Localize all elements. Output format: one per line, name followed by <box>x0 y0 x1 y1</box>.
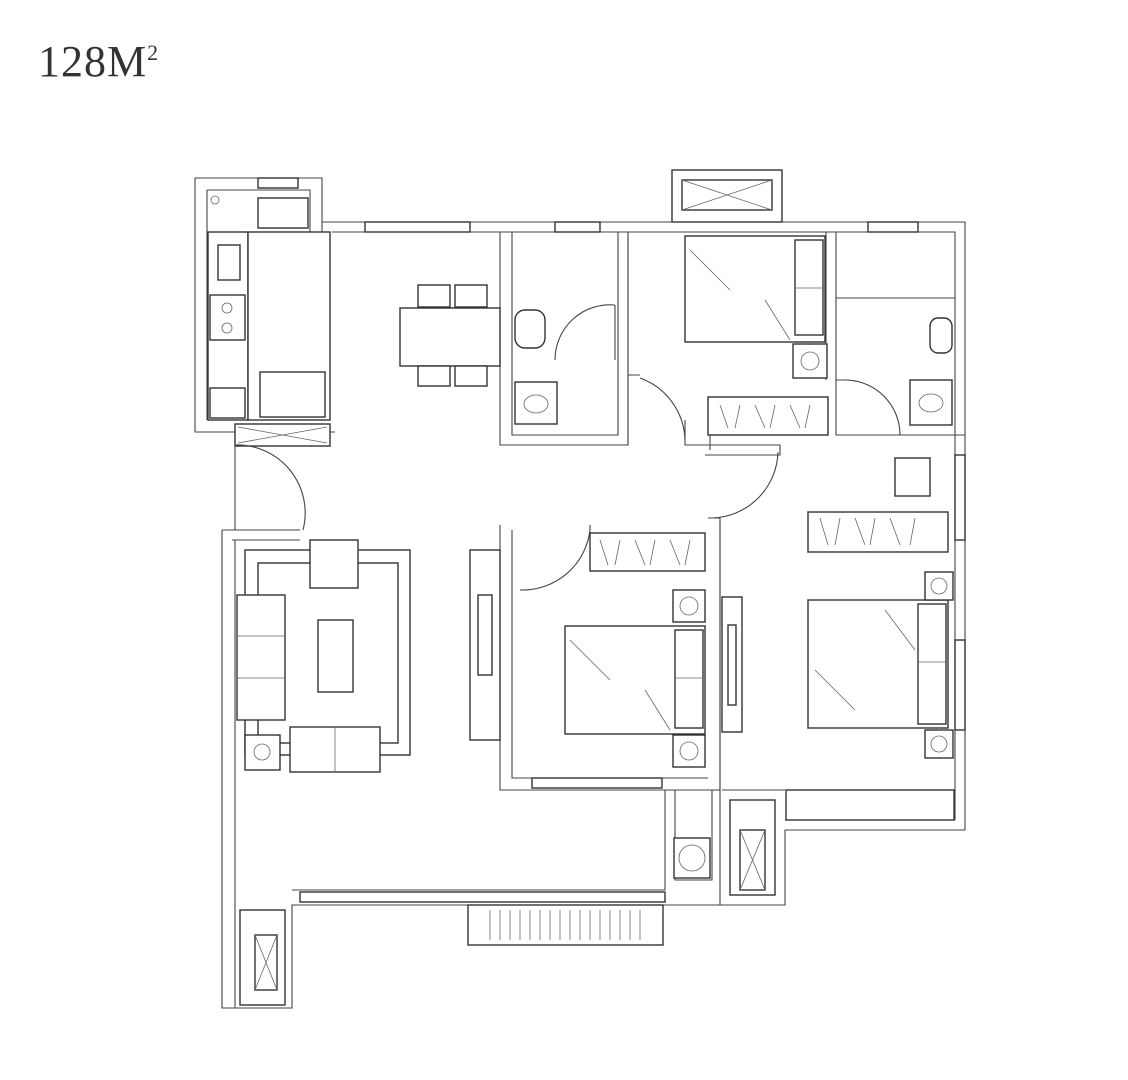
basin-icon <box>909 379 953 426</box>
window <box>954 454 966 541</box>
stove-icon <box>209 294 246 341</box>
window <box>257 177 299 189</box>
wardrobe <box>589 532 706 572</box>
wardrobe <box>807 511 949 553</box>
door-swings <box>234 304 901 591</box>
basin-icon <box>514 381 558 425</box>
armchair <box>309 539 359 589</box>
dining-table <box>399 284 501 387</box>
floor-area-title: 128M2 <box>38 36 159 87</box>
ac-units <box>234 169 783 1006</box>
window <box>867 221 919 233</box>
bathrooms <box>514 309 953 879</box>
area-superscript: 2 <box>147 40 160 65</box>
living-room <box>236 539 501 773</box>
sofa <box>236 594 286 721</box>
coffee-table <box>317 619 354 693</box>
toilet-icon <box>514 309 546 349</box>
kitchen <box>207 195 331 421</box>
basin-icon <box>673 837 711 879</box>
sliding-door <box>531 777 663 789</box>
window <box>364 221 471 233</box>
sink-icon <box>257 197 309 229</box>
area-value: 128M <box>38 37 148 86</box>
washer-icon <box>209 387 246 419</box>
windows <box>257 177 966 903</box>
wardrobe <box>707 396 829 436</box>
bedrooms <box>564 235 955 821</box>
toilet-icon <box>929 317 953 354</box>
balcony-window <box>299 891 666 903</box>
chair <box>894 457 931 497</box>
window <box>954 639 966 731</box>
window <box>554 221 601 233</box>
